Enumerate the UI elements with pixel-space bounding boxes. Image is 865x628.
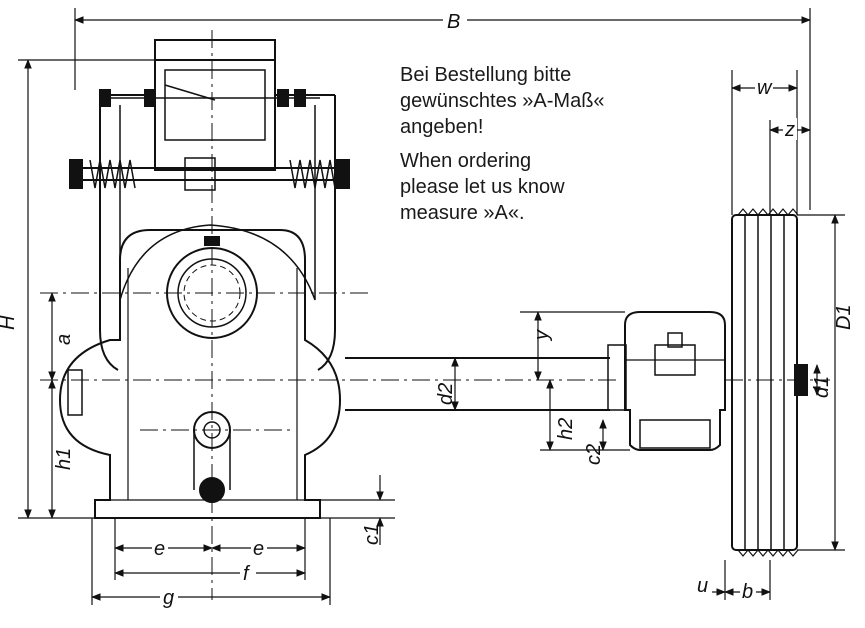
dim-label-d2: d2 — [435, 383, 457, 405]
dim-label-H: H — [0, 315, 19, 330]
dim-label-D1: D1 — [833, 304, 855, 330]
dim-label-f: f — [243, 563, 251, 585]
gearbox-body — [40, 30, 620, 600]
dim-label-B: B — [447, 11, 460, 33]
dim-label-g: g — [163, 587, 174, 609]
bearing-block — [607, 311, 726, 451]
dim-label-e-right: e — [253, 538, 264, 560]
v-belt-pulley — [725, 208, 830, 557]
dim-label-c1: c1 — [361, 524, 383, 545]
order-note-english-line: measure »A«. — [400, 202, 525, 224]
order-note-german-line: angeben! — [400, 116, 484, 138]
dim-label-u: u — [697, 575, 708, 597]
dim-label-h1: h1 — [53, 448, 75, 470]
dimension-lines — [18, 8, 845, 605]
order-note-english-line: When ordering — [400, 150, 532, 172]
order-note-german-line: Bei Bestellung bitte — [400, 64, 572, 86]
order-note-german: Bei Bestellung bitte gewünschtes »A-Maß«… — [400, 62, 605, 140]
dim-label-b: b — [742, 581, 753, 603]
order-note-english-line: please let us know — [400, 176, 565, 198]
dim-label-w: w — [757, 77, 773, 99]
order-note-english: When ordering please let us know measure… — [400, 148, 565, 226]
dim-label-y: y — [531, 329, 553, 342]
dim-label-d1: d1 — [811, 376, 833, 398]
dim-label-h2: h2 — [555, 418, 577, 440]
dim-label-e-left: e — [154, 538, 165, 560]
dim-label-c2: c2 — [583, 444, 605, 465]
order-note-german-line: gewünschtes »A-Maß« — [400, 90, 605, 112]
dim-label-a: a — [53, 334, 75, 345]
dim-label-z: z — [784, 119, 795, 141]
output-shaft — [345, 357, 610, 411]
